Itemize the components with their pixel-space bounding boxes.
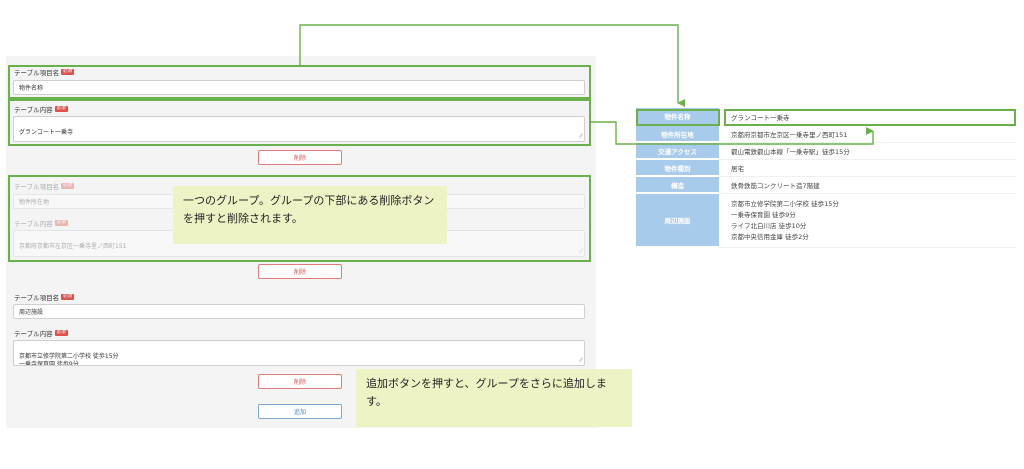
group1-delete-button[interactable]: 削除 xyxy=(258,150,342,165)
textarea-value: グランコート一乗寺 xyxy=(19,129,74,136)
highlight-table-value xyxy=(724,109,1016,126)
required-badge: 必須 xyxy=(61,69,75,75)
field-label: テーブル項目名 xyxy=(14,183,60,191)
table-header-cell: 物件所在地 xyxy=(636,126,719,143)
required-badge: 必須 xyxy=(61,294,75,300)
resize-grip-icon[interactable]: ⁄⁄ xyxy=(579,248,582,255)
group3-delete-button[interactable]: 削除 xyxy=(258,374,342,389)
textarea-value: 京都府京都市左京区一乗寺里ノ西町151 xyxy=(19,243,127,250)
table-value-line: ライフ北白川店 徒歩10分 xyxy=(731,221,807,230)
group2-name-label: テーブル項目名 必須 xyxy=(14,181,75,191)
field-label: テーブル項目名 xyxy=(14,69,60,77)
table-value-cell: 京都市立修学院第二小学校 徒歩15分 一乗寺保育園 徒歩9分 ライフ北白川店 徒… xyxy=(719,194,1016,248)
table-row: 周辺施設 京都市立修学院第二小学校 徒歩15分 一乗寺保育園 徒歩9分 ライフ北… xyxy=(636,194,1016,248)
table-value-cell: 鉄骨鉄筋コンクリート造7階建 xyxy=(719,177,1016,194)
table-header-cell: 構造 xyxy=(636,177,719,194)
table-row: 構造 鉄骨鉄筋コンクリート造7階建 xyxy=(636,177,1016,194)
arrow-content-to-value xyxy=(591,121,874,145)
add-callout: 追加ボタンを押すと、グループをさらに追加します。 xyxy=(356,369,632,427)
table-value-line: 一乗寺保育園 徒歩9分 xyxy=(731,210,796,219)
table-header-cell: 周辺施設 xyxy=(636,194,719,248)
delete-button-label: 削除 xyxy=(293,269,306,276)
group1-name-label: テーブル項目名 必須 xyxy=(14,67,75,77)
required-badge: 必須 xyxy=(61,183,75,189)
property-table: 物件名称 グランコート一乗寺 物件所在地 京都府京都市左京区一乗寺里ノ西町151… xyxy=(636,108,1016,248)
input-value: 物件所在地 xyxy=(19,199,50,206)
group2-delete-button[interactable]: 削除 xyxy=(258,264,342,279)
resize-grip-icon[interactable]: ⁄⁄ xyxy=(579,357,582,364)
group3-content-label: テーブル内容 必須 xyxy=(14,328,68,338)
group1-content-textarea[interactable]: グランコート一乗寺 ⁄⁄ xyxy=(13,116,585,142)
field-label: テーブル項目名 xyxy=(14,294,60,302)
add-callout-text: 追加ボタンを押すと、グループをさらに追加します。 xyxy=(366,377,607,408)
highlight-name-field xyxy=(8,65,591,99)
required-badge: 必須 xyxy=(54,106,68,112)
highlight-content-field xyxy=(8,99,591,146)
required-badge: 必須 xyxy=(54,220,68,226)
group3-name-label: テーブル項目名 必須 xyxy=(14,292,75,302)
table-row: 物件種別 居宅 xyxy=(636,160,1016,177)
group-callout-text: 一つのグループ。グループの下部にある削除ボタンを押すと削除されます。 xyxy=(183,194,435,225)
table-header-cell: 物件種別 xyxy=(636,160,719,177)
group1-content-label: テーブル内容 必須 xyxy=(14,104,68,114)
table-value-cell: 居宅 xyxy=(719,160,1016,177)
group1-name-input[interactable]: 物件名称 xyxy=(13,80,585,95)
add-button-label: 追加 xyxy=(293,409,306,416)
textarea-value: 京都市立修学院第二小学校 徒歩15分 一乗寺保育園 徒歩9分 xyxy=(19,353,119,366)
delete-button-label: 削除 xyxy=(293,155,306,162)
field-label: テーブル内容 xyxy=(14,330,53,338)
delete-button-label: 削除 xyxy=(293,379,306,386)
field-label: テーブル内容 xyxy=(14,220,53,228)
resize-grip-icon[interactable]: ⁄⁄ xyxy=(579,133,582,140)
group3-name-input[interactable]: 周辺施設 xyxy=(13,304,585,319)
input-value: 物件名称 xyxy=(19,85,44,92)
table-value-line: 京都中央信用金庫 徒歩2分 xyxy=(731,232,809,241)
group2-content-label: テーブル内容 必須 xyxy=(14,218,68,228)
highlight-table-header xyxy=(636,109,720,126)
add-button[interactable]: 追加 xyxy=(258,404,342,419)
arrow-name-to-header xyxy=(299,24,685,107)
input-value: 周辺施設 xyxy=(19,309,44,316)
table-value-cell: 叡山電鉄叡山本線「一乗寺駅」徒歩15分 xyxy=(719,143,1016,160)
group-callout: 一つのグループ。グループの下部にある削除ボタンを押すと削除されます。 xyxy=(173,186,447,244)
group3-content-textarea[interactable]: 京都市立修学院第二小学校 徒歩15分 一乗寺保育園 徒歩9分 ⁄⁄ xyxy=(13,340,585,366)
required-badge: 必須 xyxy=(54,330,68,336)
field-label: テーブル内容 xyxy=(14,106,53,114)
table-header-cell: 交通アクセス xyxy=(636,143,719,160)
table-row: 交通アクセス 叡山電鉄叡山本線「一乗寺駅」徒歩15分 xyxy=(636,143,1016,160)
table-value-line: 京都市立修学院第二小学校 徒歩15分 xyxy=(731,199,839,208)
highlight-group xyxy=(8,175,591,262)
